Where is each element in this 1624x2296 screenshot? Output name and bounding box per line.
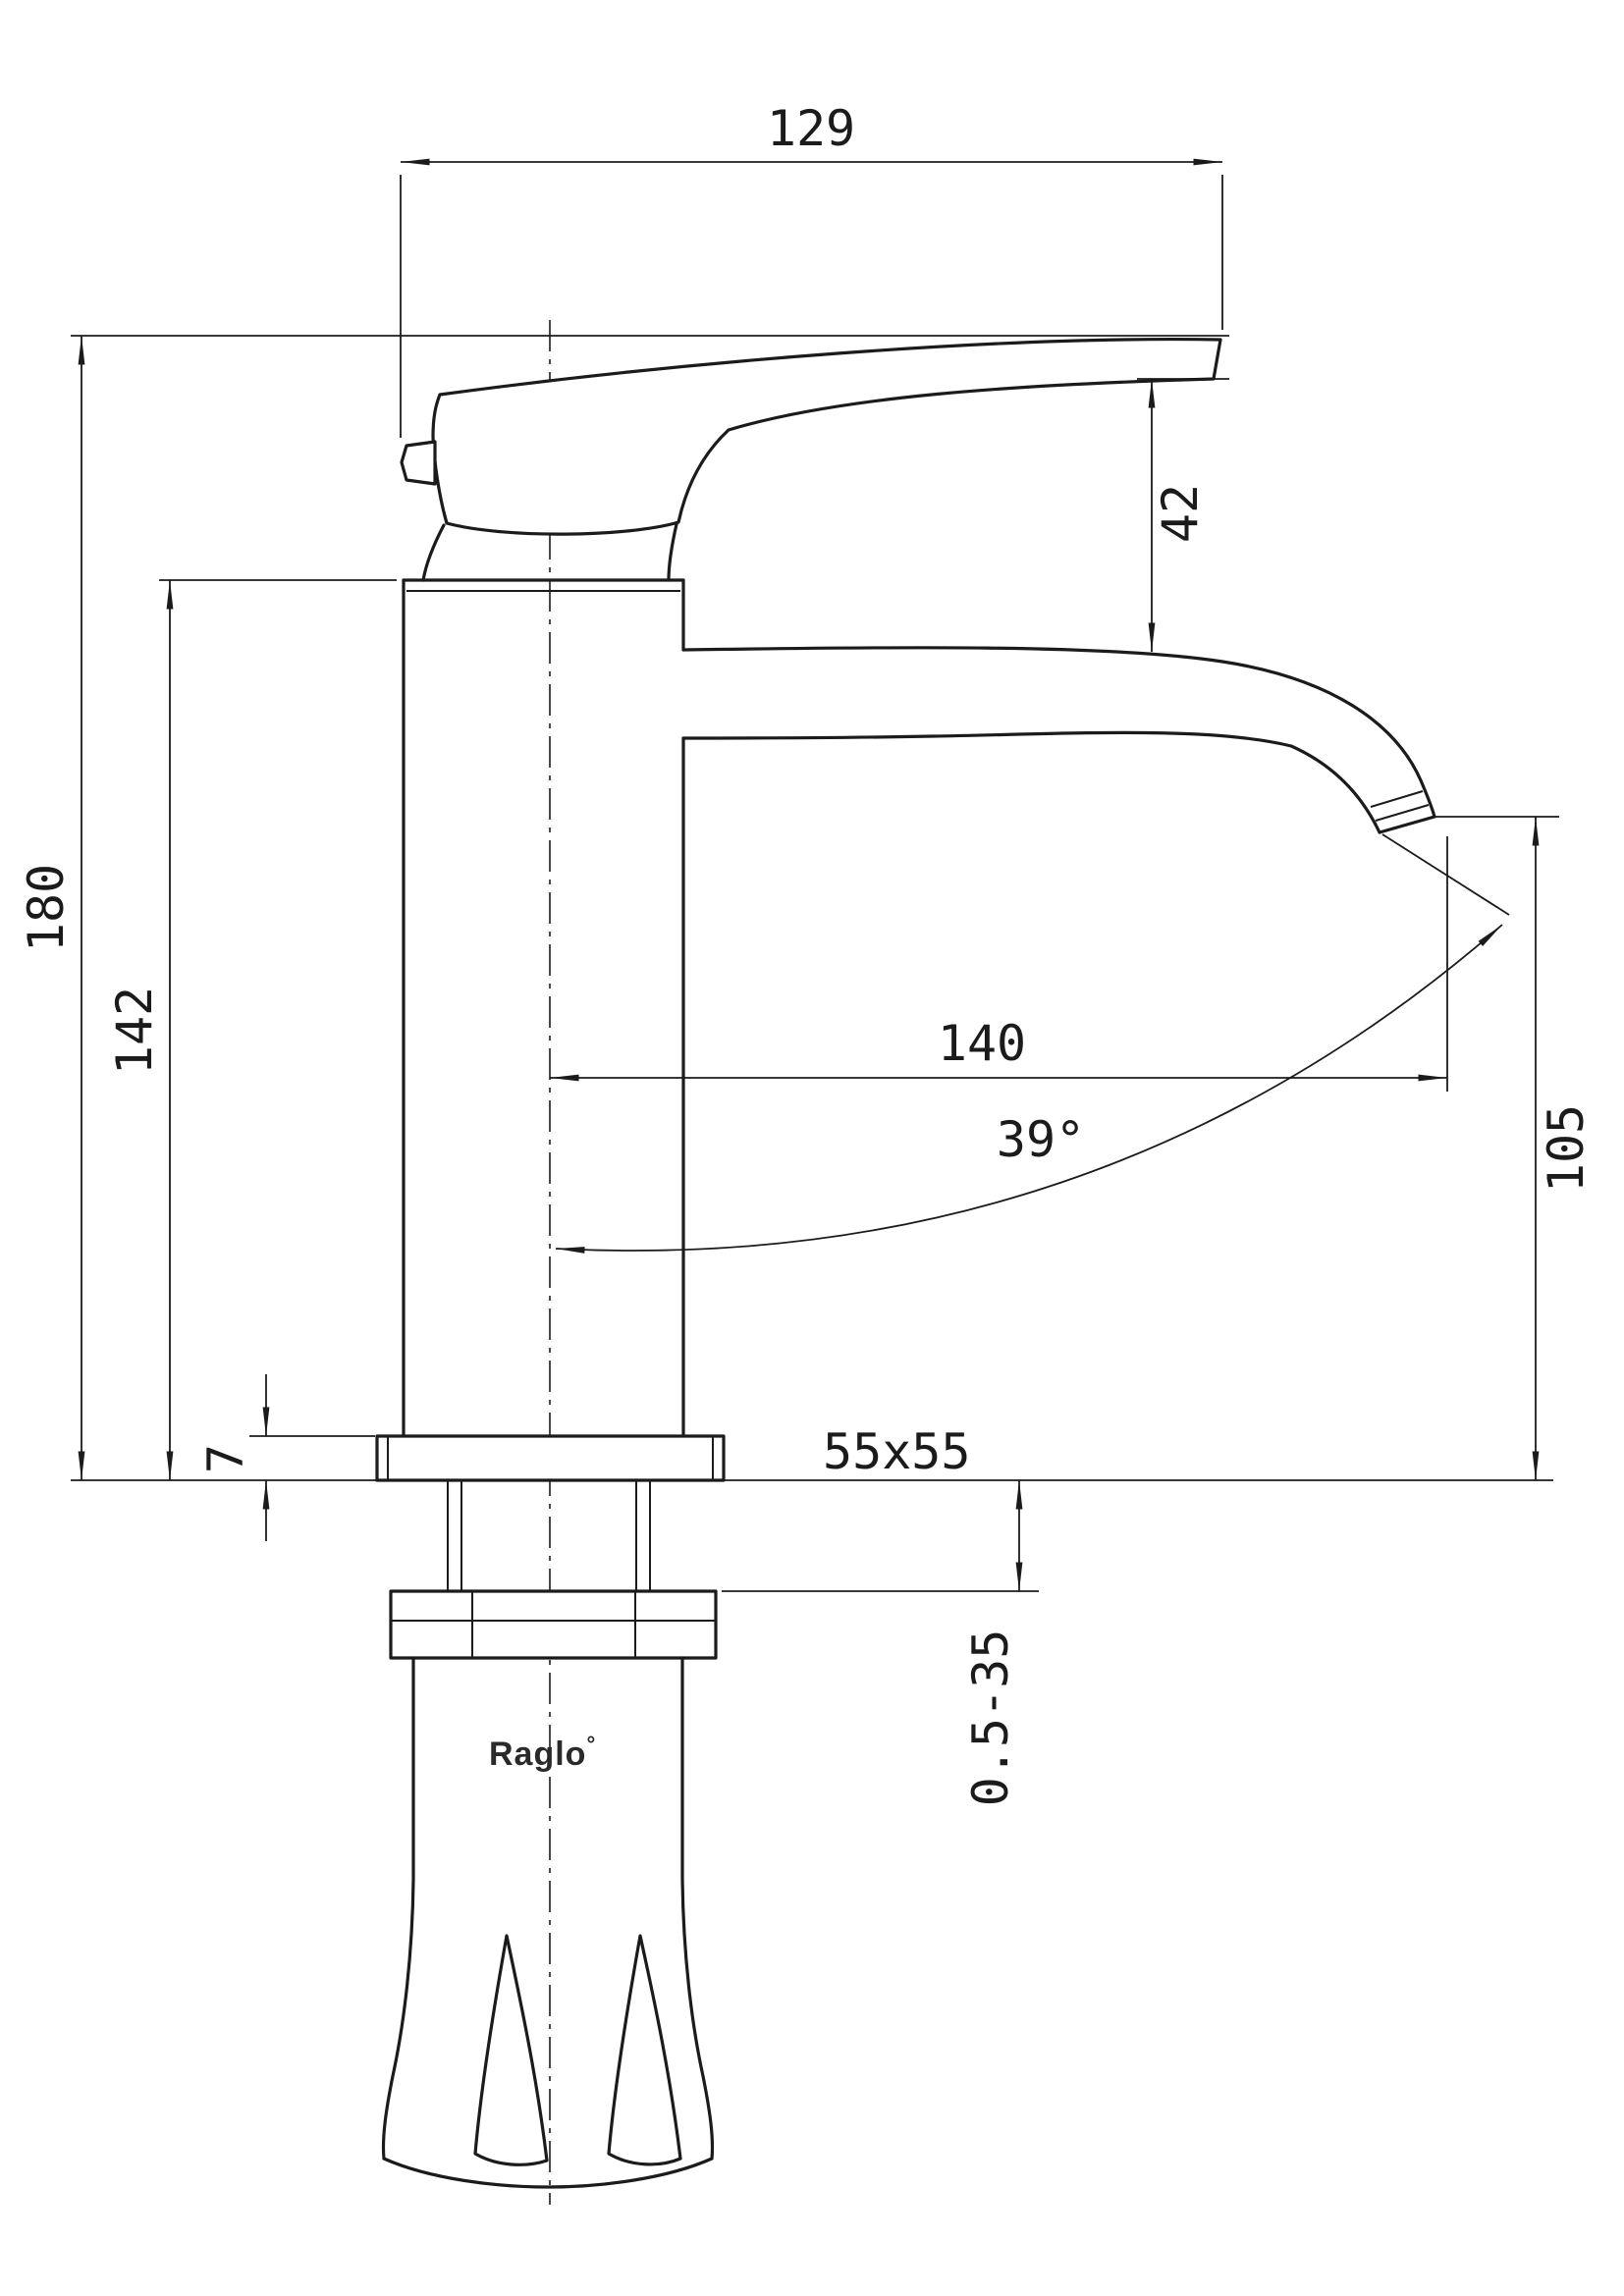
- base-plate: [375, 1434, 726, 1482]
- faucet-neck-left-edge: [421, 523, 446, 582]
- faucet-neck-right-edge: [667, 522, 678, 582]
- spout-aerator-line-2: [1375, 804, 1430, 822]
- dim-body-height-label: 142: [106, 987, 163, 1075]
- dim-outlet-height-label: 105: [1538, 1104, 1595, 1193]
- lever-indicator-button: [400, 440, 437, 486]
- dim-spout-reach-label: 140: [938, 1015, 1026, 1072]
- mounting-nut: [389, 1589, 718, 1660]
- lower-body-left-edge: [381, 1656, 415, 2161]
- mounting-shank: [447, 1480, 651, 1591]
- brand-logo: Raglo°: [489, 1732, 596, 1773]
- dim-base-plate-label: 55x55: [823, 1423, 971, 1480]
- brand-logo-mark: °: [586, 1732, 596, 1756]
- faucet-lever-handle: [431, 337, 1222, 536]
- dim-mount-range-label: 0.5-35: [962, 1629, 1019, 1807]
- swivel-angle-arc: [555, 924, 1503, 1254]
- faucet-outline: Raglo°: [375, 337, 1436, 2189]
- spout-bottom-edge: [681, 730, 1381, 834]
- spout-direction-line: [1381, 833, 1510, 916]
- dim-total-height-label: 180: [18, 864, 75, 952]
- spout-aerator-line-1: [1370, 790, 1424, 808]
- spout-top-edge: [681, 646, 1436, 819]
- grip-petal-left: [473, 1934, 549, 2166]
- brand-logo-text: Raglo: [489, 1735, 586, 1773]
- dim-base-thickness-label: 7: [197, 1444, 254, 1473]
- lower-body-right-edge: [680, 1656, 715, 2161]
- lower-body-bottom-edge: [382, 2157, 714, 2189]
- dimension-annotations: 129 180 142 42 140 39° 105: [18, 100, 1595, 1806]
- dim-swivel-angle-label: 39°: [997, 1111, 1085, 1168]
- grip-petal-right: [607, 1934, 682, 2166]
- dim-overall-width-label: 129: [767, 100, 855, 157]
- spout-outlet-face: [1378, 815, 1436, 834]
- dim-handle-drop-label: 42: [1152, 484, 1209, 543]
